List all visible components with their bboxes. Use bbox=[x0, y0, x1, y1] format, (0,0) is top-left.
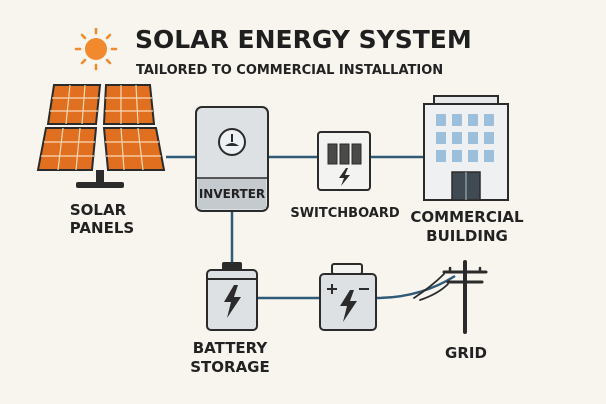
inverter-icon bbox=[195, 106, 269, 212]
solar-panels-label-1: SOLAR bbox=[70, 201, 127, 219]
building-label-1: COMMERCIAL bbox=[410, 208, 524, 226]
solar-panels-label-2: PANELS bbox=[70, 219, 134, 237]
battery-icon bbox=[206, 262, 258, 331]
switchboard-icon bbox=[317, 131, 371, 191]
connectors bbox=[166, 155, 456, 300]
sun-icon bbox=[74, 27, 118, 71]
battery-meter-icon bbox=[319, 263, 377, 331]
page-title: SOLAR ENERGY SYSTEM bbox=[135, 25, 472, 54]
inverter-label: INVERTER bbox=[199, 187, 265, 201]
battery-label-2: STORAGE bbox=[190, 358, 270, 376]
solar-panel-icon bbox=[36, 84, 166, 188]
grid-label: GRID bbox=[445, 344, 487, 362]
battery-label-1: BATTERY bbox=[193, 339, 269, 357]
switchboard-label: SWITCHBOARD bbox=[290, 206, 400, 221]
building-label-2: BUILDING bbox=[426, 227, 508, 245]
utility-pole-icon bbox=[413, 260, 488, 334]
page-subtitle: TAILORED TO COMMERCIAL INSTALLATION bbox=[136, 63, 443, 78]
connector-meter-grid bbox=[375, 274, 456, 300]
office-building-icon bbox=[423, 95, 509, 201]
